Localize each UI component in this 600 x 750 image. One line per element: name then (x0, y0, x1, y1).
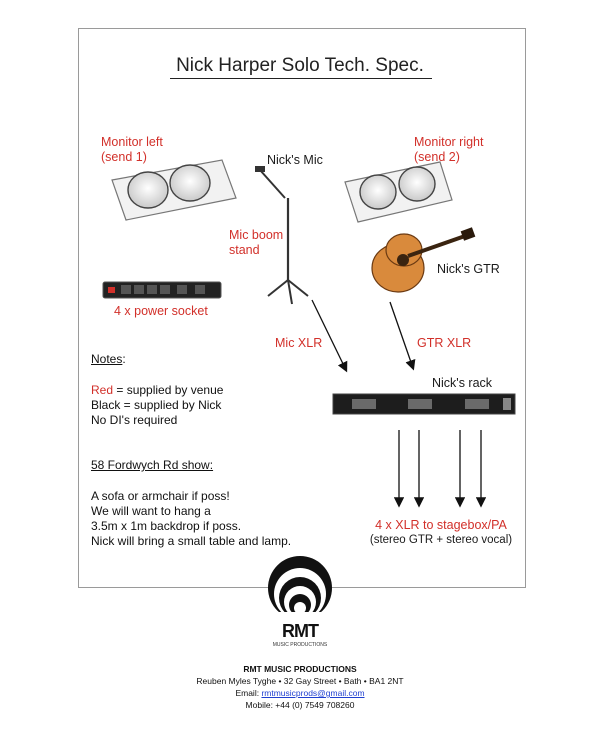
show-line: We will want to hang a (91, 504, 211, 518)
power-socket-label: 4 x power socket (114, 304, 208, 318)
power-socket-icon (102, 281, 222, 299)
show-heading: 58 Fordwych Rd show: (91, 458, 214, 472)
title-underline (170, 78, 432, 79)
show-line: Nick will bring a small table and lamp. (91, 534, 292, 548)
monitor-right-icon (344, 161, 453, 223)
notes-no-di: No DI's required (91, 413, 178, 427)
guitar-icon (371, 227, 476, 293)
monitor-left-icon (111, 159, 237, 221)
footer-company: RMT MUSIC PRODUCTIONS (243, 664, 357, 674)
monitor-right-label: Monitor right(send 2) (414, 135, 484, 164)
footer-mobile: Mobile: +44 (0) 7549 708260 (245, 700, 355, 710)
stagebox-label: 4 x XLR to stagebox/PA(stereo GTR + ster… (369, 518, 513, 546)
show-line: A sofa or armchair if poss! (91, 489, 230, 503)
notes-black-line: Black = supplied by Nick (91, 398, 222, 412)
monitor-left-label: Monitor left(send 1) (101, 135, 163, 164)
footer-address: Reuben Myles Tyghe • 32 Gay Street • Bat… (196, 676, 404, 686)
rmt-logo-icon (268, 556, 332, 624)
page-title: Nick Harper Solo Tech. Spec. (176, 55, 424, 76)
mic-xlr-arrow (311, 299, 348, 373)
notes-heading: Notes: (91, 352, 126, 366)
mic-stand-icon (255, 166, 309, 305)
gtr-label: Nick's GTR (437, 262, 500, 276)
rack-icon (332, 393, 516, 415)
rack-label: Nick's rack (432, 376, 493, 390)
logo-subtitle: MUSIC PRODUCTIONS (272, 642, 328, 648)
notes-red-line: Red = supplied by venue (91, 383, 224, 397)
gtr-xlr-label: GTR XLR (417, 336, 472, 350)
show-line: 3.5m x 1m backdrop if poss. (91, 519, 242, 533)
mic-xlr-label: Mic XLR (275, 336, 323, 350)
mic-label: Nick's Mic (267, 153, 323, 167)
footer-email-line: Email: rmtmusicprods@gmail.com (235, 688, 365, 698)
email-link[interactable]: rmtmusicprods@gmail.com (261, 688, 365, 698)
gtr-xlr-arrow (389, 301, 416, 371)
logo-letters: RMT (282, 621, 319, 641)
